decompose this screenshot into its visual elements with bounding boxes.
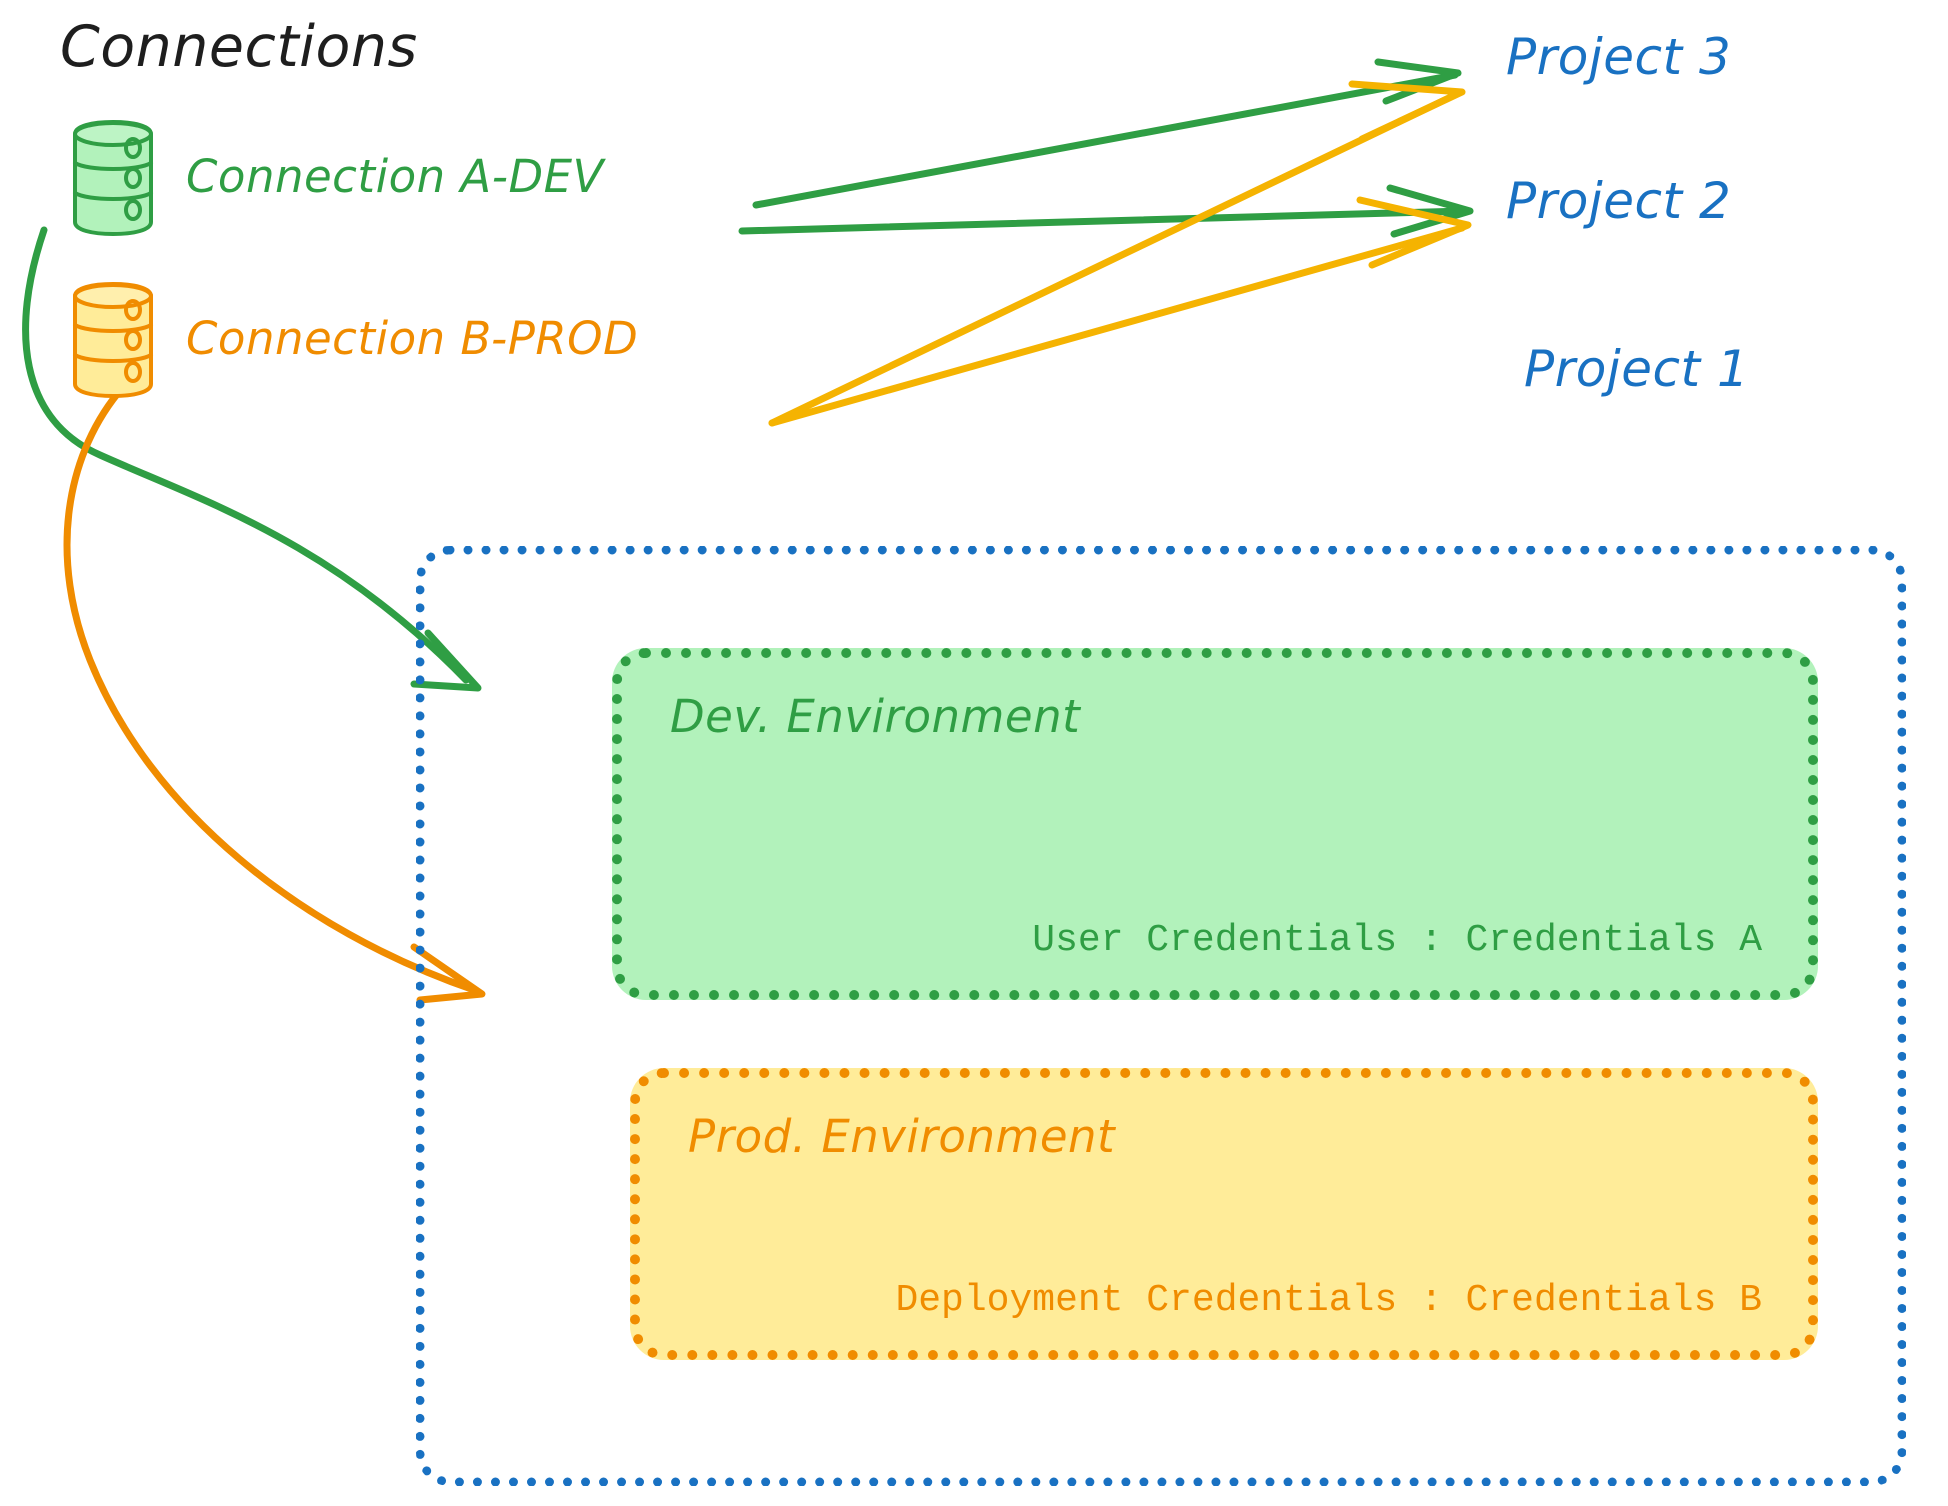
prod-environment-box[interactable]: Prod. Environment Deployment Credentials… xyxy=(630,1068,1818,1360)
prod-environment-credentials: Deployment Credentials : Credentials B xyxy=(895,1279,1762,1322)
project-label-project-3: Project 3 xyxy=(1506,28,1732,86)
dev-environment-title: Dev. Environment xyxy=(670,690,1081,743)
connection-label-b-prod: Connection B-PROD xyxy=(186,312,639,365)
dev-environment-credentials: User Credentials : Credentials A xyxy=(1032,919,1762,962)
database-icon[interactable] xyxy=(70,280,156,400)
project-label-project-1: Project 1 xyxy=(1524,340,1750,398)
edge-a-dev-to-project-3 xyxy=(752,58,1462,209)
dev-environment-box[interactable]: Dev. Environment User Credentials : Cred… xyxy=(612,648,1818,1000)
edge-b-prod-to-project-2 xyxy=(768,196,1472,427)
connection-label-a-dev: Connection A-DEV xyxy=(186,150,604,203)
prod-environment-title: Prod. Environment xyxy=(688,1110,1116,1163)
project-label-project-2: Project 2 xyxy=(1506,172,1732,230)
edge-b-prod-to-project-3 xyxy=(768,80,1466,427)
project-1-container xyxy=(416,546,1906,1486)
edge-a-dev-to-project-2 xyxy=(738,184,1474,238)
page-title: Connections xyxy=(60,14,418,80)
database-icon[interactable] xyxy=(70,118,156,238)
